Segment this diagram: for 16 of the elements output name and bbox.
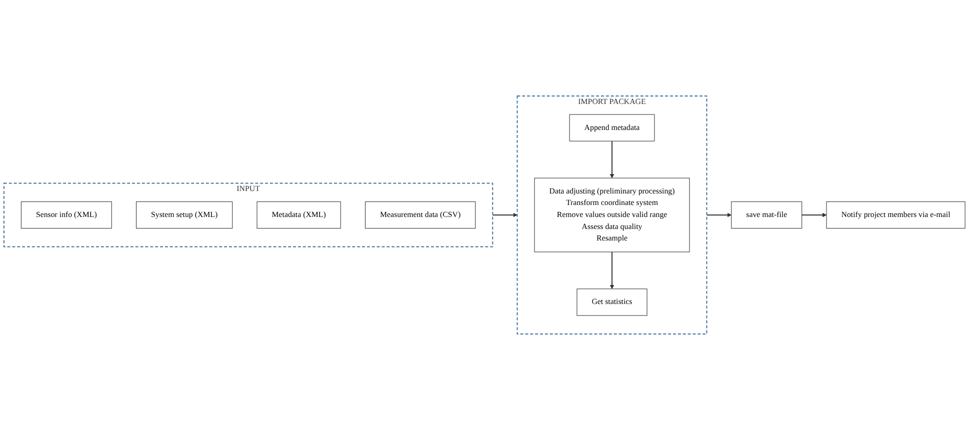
node-box xyxy=(534,178,690,252)
arrow xyxy=(801,212,827,218)
node-box xyxy=(576,288,648,316)
node-box xyxy=(365,201,476,229)
node-box xyxy=(569,114,655,142)
cluster xyxy=(516,96,708,334)
cluster xyxy=(3,182,494,248)
node-box xyxy=(826,201,966,229)
arrow xyxy=(610,140,614,178)
arrow xyxy=(492,212,518,218)
node-box xyxy=(256,201,341,229)
node-box xyxy=(731,201,802,229)
arrow xyxy=(610,251,614,290)
arrow xyxy=(706,212,732,218)
node-box xyxy=(136,201,233,229)
node-box xyxy=(20,201,112,229)
